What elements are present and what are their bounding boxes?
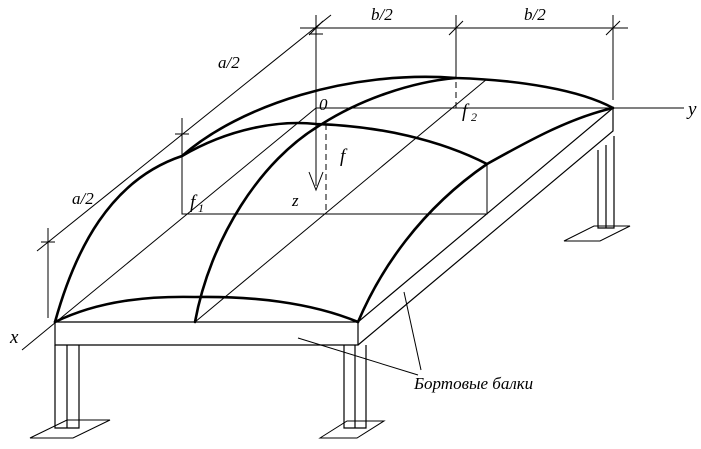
slab-right-face	[357, 108, 614, 346]
shell-edge-right-arch	[356, 106, 615, 324]
label-b-half-left: b/2	[371, 5, 393, 24]
footing-plates	[29, 225, 631, 439]
leader-front-beam	[297, 337, 419, 376]
tick-b-2	[605, 20, 621, 36]
shell-mid-arch	[180, 121, 489, 166]
footing-plate-back-right	[563, 225, 631, 242]
dashed-lines	[322, 82, 613, 214]
footing-plate-front-right	[318, 420, 386, 439]
tick-b-1	[448, 20, 464, 36]
column-front-left	[54, 345, 80, 429]
edge-beam-slab	[54, 107, 614, 346]
label-axis-z: z	[291, 191, 299, 210]
label-rise-f: f	[340, 146, 348, 167]
label-origin: 0	[319, 95, 328, 114]
shell-curves	[53, 75, 615, 324]
axis-z-arrowhead	[308, 171, 324, 192]
axes	[21, 107, 684, 351]
slab-centerline-diagonal	[194, 78, 488, 323]
label-axis-x: x	[9, 327, 19, 348]
label-rise-f2-main: f	[462, 101, 470, 122]
label-edge-beams: Бортовые балки	[413, 374, 533, 393]
shell-front-arch	[53, 295, 360, 324]
label-rise-f1: f 1	[190, 192, 204, 215]
label-rise-f1-sub: 1	[198, 201, 204, 215]
mid-section-rect	[181, 156, 488, 215]
label-rise-f2: f 2	[462, 101, 477, 124]
label-rise-f1-main: f	[190, 192, 198, 213]
dimension-lines	[36, 14, 628, 318]
label-a-half-bottom: a/2	[72, 189, 94, 208]
label-b-half-right: b/2	[524, 5, 546, 24]
mid-section-lines	[181, 78, 488, 323]
columns	[54, 136, 615, 429]
slab-front-face	[54, 322, 359, 346]
label-rise-f2-sub: 2	[471, 110, 477, 124]
shell-ridge-center	[193, 76, 458, 324]
axis-x-line	[21, 107, 317, 351]
labels: b/2 b/2 a/2 a/2 0 y x z f f 1 f 2 Бортов…	[9, 5, 697, 393]
dimension-line-a	[36, 14, 332, 252]
footing-plate-front-left	[29, 419, 111, 439]
shell-edge-left-arch	[53, 75, 615, 324]
label-axis-y: y	[686, 99, 697, 120]
leader-lines	[297, 291, 422, 376]
label-a-half-top: a/2	[218, 53, 240, 72]
leader-side-beam	[403, 291, 422, 371]
column-front-right	[343, 345, 367, 429]
